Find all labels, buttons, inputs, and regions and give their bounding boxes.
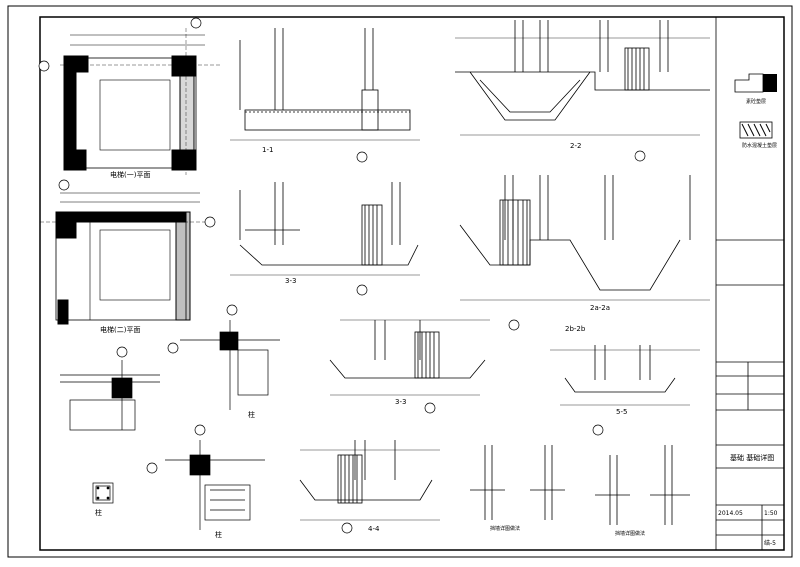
section-label: 5-5 [616,408,628,416]
section-label: 3-3 [285,277,297,285]
wall-detail-label: 挡墙详图做法 [615,531,646,537]
section-2-2 [455,20,710,136]
outer-border [7,5,793,558]
section-label: 2b-2b [565,325,586,333]
legend-swatch-2 [739,121,773,139]
axis-bubbles [38,17,646,534]
section-4-4 [299,440,440,521]
detail-label: 柱 [215,531,222,539]
plan-label: 电梯(一)平面 [110,171,151,179]
section-label: 1-1 [262,146,274,154]
detail-label: 柱 [248,411,255,419]
drawing-date: 2014.05 [718,510,743,517]
column-detail-3 [165,440,265,530]
section-label: 3-3 [395,398,407,406]
section-label: 2-2 [570,142,582,150]
column-section-detail [92,482,114,504]
wall-detail-label: 挡墙详图做法 [490,526,521,532]
legend-label-2: 防水混凝土垫层 [742,143,778,149]
title-block [715,17,784,550]
wall-detail-1 [470,445,565,520]
plan-label: 电梯(二)平面 [100,326,141,334]
legend-label-1: 素砼垫层 [746,99,767,105]
sheet-number: 结-5 [764,540,776,547]
drawing-scale: 1:50 [764,510,778,517]
section-5-5 [550,345,700,406]
section-label: 4-4 [368,525,380,533]
detail-label: 柱 [95,509,102,517]
inner-border [39,16,785,551]
elevator-plan-2 [40,192,210,325]
section-1-1 [230,28,420,141]
column-detail-2 [180,320,280,410]
section-2a-2a [459,175,710,301]
column-detail-1 [60,360,160,431]
section-label: 2a-2a [590,304,611,312]
section-3-3-b [329,319,490,396]
wall-detail-2 [595,445,690,525]
drawing-title: 基础 基础详图 [730,454,775,462]
elevator-plan-1 [60,28,220,175]
section-3-3 [230,182,420,276]
legend-swatch-1 [734,73,777,93]
